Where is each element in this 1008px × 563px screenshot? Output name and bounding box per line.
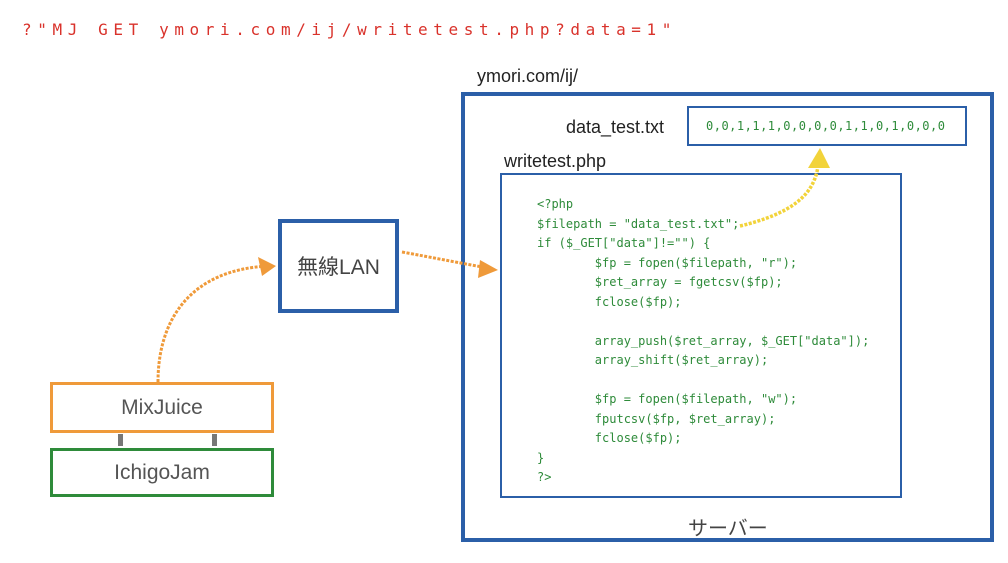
ichigojam-label: IchigoJam [114, 460, 210, 484]
connector-pin [212, 434, 217, 446]
php-file-name: writetest.php [504, 151, 607, 171]
ichigojam-box: IchigoJam [50, 448, 274, 497]
connector-pin [118, 434, 123, 446]
arrow-wlan-to-php [401, 250, 498, 278]
server-label: サーバー [688, 518, 768, 540]
server-title: ymori.com/ij/ [477, 66, 579, 86]
wlan-box: 無線LAN [278, 219, 399, 313]
arrow-php-to-datafile [739, 148, 830, 228]
data-file-name: data_test.txt [566, 117, 665, 137]
php-code: <?php $filepath = "data_test.txt"; if ($… [537, 197, 870, 484]
data-file-content: 0,0,1,1,1,0,0,0,0,1,1,0,1,0,0,0 [706, 119, 946, 133]
mixjuice-label: MixJuice [121, 395, 203, 419]
arrow-mixjuice-to-wlan [156, 257, 276, 383]
wlan-label: 無線LAN [297, 256, 380, 279]
php-file-box [500, 173, 902, 498]
server-box [461, 92, 994, 542]
mixjuice-box: MixJuice [50, 382, 274, 433]
command-line: ?"MJ GET ymori.com/ij/writetest.php?data… [22, 20, 678, 39]
data-file-box: 0,0,1,1,1,0,0,0,0,1,1,0,1,0,0,0 [687, 106, 967, 146]
